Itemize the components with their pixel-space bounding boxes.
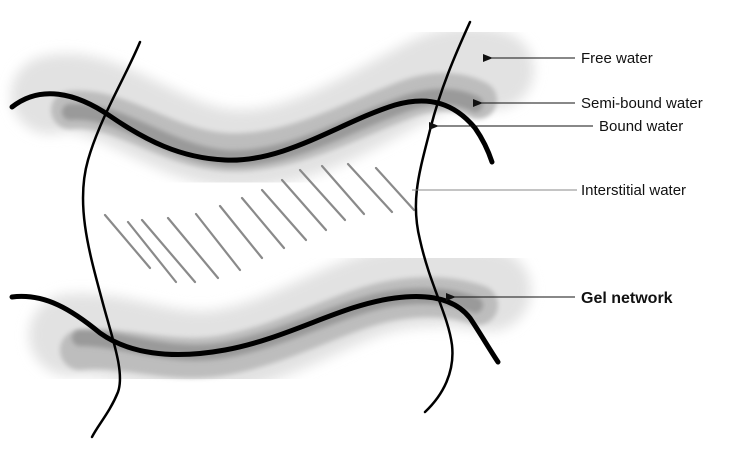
label-bound-water: Bound water [599, 118, 683, 135]
label-semi-bound-water: Semi-bound water [581, 95, 703, 112]
label-interstitial-water: Interstitial water [581, 182, 686, 199]
label-free-water: Free water [581, 50, 653, 67]
label-gel-network: Gel network [581, 290, 673, 307]
